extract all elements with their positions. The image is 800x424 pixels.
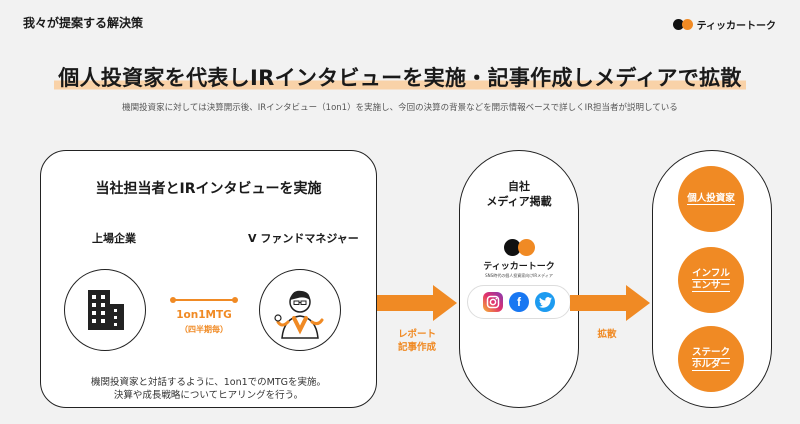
- audience-label-line2: ホルダー: [691, 359, 730, 371]
- building-icon: [88, 290, 124, 330]
- interview-panel-title: 当社担当者とIRインタビューを実施: [95, 181, 322, 197]
- twitter-icon[interactable]: [535, 292, 555, 312]
- brand-name: ティッカートーク: [696, 21, 776, 32]
- audience-panel: 個人投資家 インフル エンサー ステーク ホルダー: [652, 150, 772, 408]
- facebook-icon[interactable]: f: [509, 292, 529, 312]
- connector-dot-right: [232, 297, 238, 303]
- media-title-line2: メディア掲載: [486, 195, 552, 208]
- interview-note-line2: 決算や成長戦略についてヒアリングを行う。: [113, 390, 304, 401]
- social-icons: f: [467, 285, 571, 319]
- media-logo-mark-icon: [503, 239, 535, 256]
- fund-manager-circle: [259, 269, 341, 351]
- media-panel: 自社 メディア掲載 ティッカートーク SNS時代の個人投資家向けIRメディア f: [459, 150, 579, 408]
- listed-company-label: 上場企業: [92, 232, 136, 245]
- subline: 機関投資家に対しては決算開示後、IRインタビュー（1on1）を実施し、今回の決算…: [122, 103, 678, 113]
- media-logo: ティッカートーク SNS時代の個人投資家向けIRメディア: [460, 239, 578, 279]
- audience-stakeholders: ステーク ホルダー: [678, 326, 744, 392]
- mtg-label: 1on1MTG: [176, 309, 232, 321]
- audience-influencers: インフル エンサー: [678, 247, 744, 313]
- report-arrow-label-line2: 記事作成: [397, 342, 436, 353]
- audience-label-line1: ステーク: [691, 347, 730, 359]
- slide-section-title: 我々が提案する解決策: [23, 16, 144, 30]
- fund-manager-illustration: [274, 290, 324, 339]
- connector-line: [173, 299, 235, 301]
- mtg-frequency: （四半期毎）: [180, 325, 228, 334]
- media-logo-tagline: SNS時代の個人投資家向けIRメディア: [485, 273, 553, 278]
- fund-manager-label: V ファンドマネジャー: [248, 232, 359, 245]
- report-arrow-label: レポート 記事作成: [382, 328, 452, 354]
- interview-panel: 当社担当者とIRインタビューを実施 上場企業 V ファンドマネジャー 1on1M…: [40, 150, 377, 408]
- headline: 個人投資家を代表しIRインタビューを実施・記事作成しメディアで拡散: [54, 62, 746, 92]
- report-arrow-icon: [377, 285, 457, 321]
- media-logo-name: ティッカートーク: [483, 262, 555, 272]
- spread-arrow-label: 拡散: [597, 329, 617, 340]
- spread-arrow-icon: [570, 285, 650, 321]
- audience-individual-investors: 個人投資家: [678, 166, 744, 232]
- audience-label-line2: エンサー: [691, 280, 730, 292]
- media-title-line1: 自社: [508, 180, 530, 193]
- media-panel-title: 自社 メディア掲載: [460, 179, 578, 209]
- instagram-icon[interactable]: [483, 292, 503, 312]
- listed-company-circle: [64, 269, 146, 351]
- headline-container: 個人投資家を代表しIRインタビューを実施・記事作成しメディアで拡散: [0, 62, 800, 92]
- brand-logo: ティッカートーク: [672, 17, 776, 32]
- interview-note-line1: 機関投資家と対話するように、1on1でのMTGを実施。: [91, 377, 326, 388]
- report-arrow-label-line1: レポート: [397, 329, 436, 340]
- brand-mark-icon: [672, 19, 693, 30]
- interview-note: 機関投資家と対話するように、1on1でのMTGを実施。 決算や成長戦略についてヒ…: [41, 376, 376, 402]
- audience-label-line1: インフル: [692, 268, 730, 280]
- audience-label: 個人投資家: [687, 193, 735, 205]
